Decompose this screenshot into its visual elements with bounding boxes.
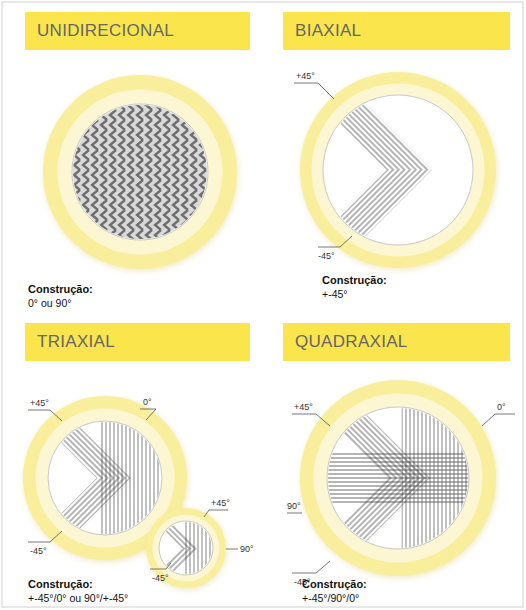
panel-title: UNIDIRECIONAL	[37, 21, 174, 41]
panel-title: TRIAXIAL	[37, 332, 115, 352]
plus-45-fibers	[17, 398, 131, 478]
leader-line	[294, 83, 334, 99]
leader-line	[28, 531, 62, 542]
leader-line	[140, 409, 156, 420]
minus-45-fibers	[17, 478, 131, 558]
angle-label: -45°	[152, 572, 169, 584]
leader-line	[204, 510, 209, 517]
fabric-circle	[282, 65, 497, 275]
fiber-pattern	[144, 510, 216, 586]
construction-value: 0° ou 90°	[28, 297, 71, 309]
angle-label: -45°	[318, 250, 335, 262]
fabric-disc	[72, 104, 208, 240]
header-band: QUADRAXIAL	[283, 323, 510, 361]
header-band: UNIDIRECIONAL	[25, 12, 250, 50]
construction-heading: Construção:	[302, 578, 367, 590]
angle-label: 0°	[497, 401, 506, 413]
plus-45-fibers	[288, 379, 430, 478]
leader-line	[28, 410, 62, 421]
panel-title: BIAXIAL	[295, 21, 361, 41]
plus-45-fibers	[282, 65, 432, 170]
fabric-circle	[144, 508, 227, 590]
outer-ring	[43, 75, 237, 269]
construction-value: +-45°	[322, 288, 348, 300]
minus-45-fibers	[144, 548, 198, 586]
fiber-pattern	[72, 104, 208, 240]
minus-45-fibers	[282, 170, 432, 275]
plus-45-fibers	[144, 510, 198, 548]
angle-label: 90°	[240, 543, 254, 555]
angle-label: +45°	[294, 401, 313, 413]
leader-line	[150, 563, 171, 569]
fiber-pattern	[288, 379, 473, 578]
construction-heading: Construção:	[322, 274, 387, 286]
angle-label: 0°	[143, 396, 152, 408]
header-band: TRIAXIAL	[25, 323, 250, 361]
construction-heading: Construção:	[28, 283, 93, 295]
leader-line	[318, 236, 352, 247]
construction-value: +-45°/0° ou 90°/+-45°	[28, 592, 128, 604]
angle-label: -45°	[30, 545, 47, 557]
angle-label: +45°	[211, 497, 230, 509]
leader-line	[292, 414, 330, 426]
angle-label: +45°	[30, 397, 49, 409]
inner-ring	[58, 90, 223, 255]
fabric-circle	[43, 75, 238, 271]
construction-heading: Construção:	[28, 578, 93, 590]
fiber-pattern	[17, 398, 168, 558]
angle-label: +45°	[296, 70, 315, 82]
leader-line	[209, 510, 228, 511]
header-band: BIAXIAL	[283, 12, 510, 50]
leader-line	[482, 414, 495, 426]
fabric-circle	[288, 379, 497, 578]
leader-line	[495, 414, 515, 415]
unidirectional-weave	[72, 104, 208, 240]
fiber-pattern	[282, 65, 432, 275]
minus-45-fibers	[288, 478, 430, 577]
leader-line	[226, 549, 238, 550]
leader-line	[287, 513, 302, 514]
construction-value: +-45°/90°/0°	[302, 592, 359, 604]
leader-line	[292, 561, 330, 573]
panel-title: QUADRAXIAL	[295, 332, 408, 352]
angle-label: 90°	[287, 500, 301, 512]
